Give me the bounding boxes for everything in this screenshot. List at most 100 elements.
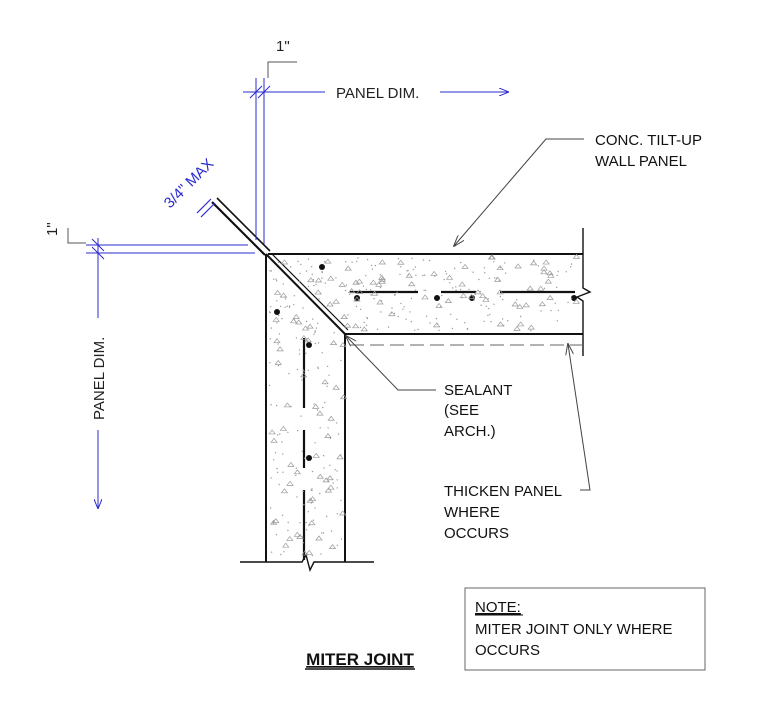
sand-mark: [322, 532, 325, 534]
aggregate-mark: [444, 298, 453, 303]
sand-mark: [425, 289, 427, 292]
aggregate-mark: [344, 265, 352, 271]
sand-mark: [370, 289, 372, 291]
sand-mark: [397, 257, 400, 260]
sand-mark: [327, 427, 329, 429]
aggregate-mark: [292, 314, 300, 319]
sand-mark: [310, 502, 313, 504]
sand-mark: [323, 261, 326, 263]
thicken-label-line1: THICKEN PANEL: [444, 483, 562, 500]
sand-mark: [283, 551, 285, 553]
sand-mark: [464, 322, 466, 324]
sand-mark: [373, 297, 375, 300]
sand-mark: [302, 369, 304, 371]
sand-mark: [270, 404, 272, 406]
sand-mark: [270, 270, 272, 272]
thicken-label-line2: WHERE: [444, 504, 500, 521]
sand-mark: [493, 303, 495, 305]
sand-mark: [393, 312, 396, 315]
sand-mark: [282, 471, 284, 473]
sand-mark: [317, 322, 319, 325]
rebar-dots: [274, 264, 577, 461]
sand-mark: [272, 521, 274, 523]
sand-mark: [484, 272, 486, 274]
sand-mark: [299, 522, 301, 524]
sand-mark: [269, 311, 271, 313]
sand-mark: [275, 534, 278, 536]
sand-mark: [314, 507, 316, 509]
sand-mark: [275, 278, 277, 280]
sand-mark: [422, 259, 425, 261]
sand-mark: [295, 467, 297, 469]
dim-top-panel-label: PANEL DIM.: [336, 85, 419, 102]
aggregate-mark: [355, 278, 364, 284]
aggregate-mark: [321, 379, 329, 385]
sand-mark: [276, 280, 278, 282]
aggregate-mark: [527, 324, 535, 330]
sand-mark: [276, 471, 279, 473]
aggregate-mark: [324, 487, 333, 493]
aggregate-mark: [283, 402, 292, 408]
aggregate-mark: [332, 298, 340, 304]
aggregate-mark: [547, 272, 555, 278]
dim-top-small-label: 1": [276, 38, 290, 55]
sand-mark: [332, 482, 334, 484]
sand-mark: [319, 427, 321, 429]
aggregate-mark: [326, 475, 334, 481]
sand-mark: [315, 327, 318, 329]
sand-mark: [301, 379, 303, 381]
aggregate-mark: [293, 469, 302, 475]
sand-mark: [269, 362, 271, 364]
sand-mark: [310, 266, 313, 268]
sand-mark: [403, 306, 405, 308]
sand-mark: [504, 262, 506, 264]
aggregate-mark: [280, 259, 289, 265]
sand-mark: [335, 422, 338, 424]
sand-mark: [371, 268, 374, 270]
sand-mark: [329, 464, 331, 466]
aggregate-mark: [461, 263, 469, 269]
aggregate-mark: [378, 274, 386, 280]
sand-mark: [340, 499, 342, 502]
aggregate-mark: [287, 461, 295, 467]
detail-title: MITER JOINT: [306, 650, 414, 669]
sand-mark: [311, 489, 313, 492]
sand-mark: [276, 322, 278, 324]
aggregate-mark: [511, 301, 519, 307]
sand-mark: [557, 309, 560, 311]
sand-mark: [479, 290, 481, 293]
sand-mark: [411, 257, 413, 259]
aggregate-mark: [405, 272, 413, 278]
aggregate-mark: [572, 253, 581, 259]
sand-mark: [281, 317, 283, 320]
sand-mark: [501, 318, 504, 320]
aggregate-mark: [295, 319, 303, 325]
sand-mark: [391, 307, 393, 309]
aggregate-mark: [494, 276, 502, 282]
sand-mark: [302, 307, 304, 309]
sand-mark: [394, 293, 396, 296]
aggregate-mark: [546, 270, 554, 276]
sand-mark: [273, 459, 275, 461]
sand-mark: [319, 292, 322, 295]
sand-mark: [556, 320, 558, 322]
sand-mark: [519, 315, 522, 318]
aggregate-mark: [293, 531, 301, 537]
sand-mark: [456, 318, 458, 320]
aggregate-mark: [324, 258, 332, 264]
sand-mark: [287, 431, 289, 433]
aggregate-mark: [467, 293, 476, 299]
aggregate-mark: [459, 292, 468, 298]
sand-mark: [321, 277, 323, 279]
sand-mark: [280, 305, 282, 307]
dim-left-small-label: 1": [44, 222, 61, 236]
aggregate-mark: [300, 334, 308, 340]
sand-mark: [311, 488, 313, 490]
note-box: [464, 587, 706, 671]
conc-label-line1: CONC. TILT-UP: [595, 132, 702, 149]
aggregate-mark: [538, 301, 547, 307]
sand-mark: [322, 455, 325, 457]
sand-mark: [305, 338, 307, 341]
sand-mark: [340, 454, 342, 456]
miter-joint-line-a: [265, 253, 346, 335]
